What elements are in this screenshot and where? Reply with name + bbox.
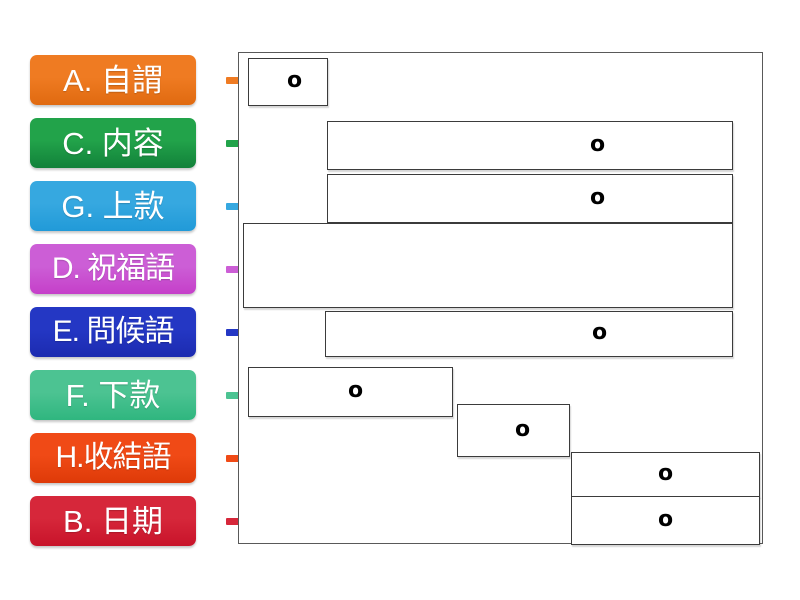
- slot-signature[interactable]: o: [248, 367, 453, 417]
- drop-target-marker: o: [287, 68, 303, 93]
- connector-stem: [226, 455, 244, 462]
- legend-item-b[interactable]: B. 日期: [30, 496, 261, 546]
- drop-target-marker: o: [590, 131, 606, 157]
- legend-item-g[interactable]: G. 上款: [30, 181, 261, 231]
- legend-item-h[interactable]: H.收結語: [30, 433, 261, 483]
- slot-salutation[interactable]: o: [327, 174, 733, 223]
- legend-item-label: E. 問候語: [52, 315, 175, 348]
- connector-stem: [226, 203, 244, 210]
- slot-self-reference[interactable]: o: [248, 58, 328, 106]
- legend-item-c[interactable]: C. 内容: [30, 118, 261, 168]
- connector-stem: [226, 266, 244, 273]
- drop-target-marker: o: [592, 320, 608, 345]
- legend-item-label: G. 上款: [61, 188, 165, 224]
- connector-stem: [226, 392, 244, 399]
- drop-target-marker: o: [348, 378, 364, 403]
- connector-stem: [226, 518, 244, 525]
- slot-closing[interactable]: o: [457, 404, 570, 457]
- drop-target-marker: o: [590, 184, 606, 210]
- legend-item-a[interactable]: A. 自謂: [30, 55, 261, 105]
- slot-date-upper[interactable]: o: [571, 452, 760, 497]
- drop-target-marker: o: [658, 506, 674, 532]
- legend-item-label: D. 祝福語: [51, 252, 175, 285]
- slot-greeting[interactable]: o: [325, 311, 733, 357]
- connector-stem: [226, 329, 244, 336]
- slot-blessing[interactable]: [243, 223, 733, 308]
- legend-item-e[interactable]: E. 問候語: [30, 307, 261, 357]
- slot-date-lower[interactable]: o: [571, 496, 760, 545]
- connector-stem: [226, 140, 244, 147]
- slot-content[interactable]: o: [327, 121, 733, 170]
- connector-stem: [226, 77, 244, 84]
- legend-item-label: F. 下款: [65, 377, 161, 413]
- drop-target-marker: o: [515, 416, 531, 442]
- legend-item-f[interactable]: F. 下款: [30, 370, 261, 420]
- legend-item-label: H.收結語: [55, 441, 172, 474]
- drop-target-marker: o: [658, 460, 674, 486]
- legend-item-label: A. 自謂: [63, 62, 163, 98]
- legend-item-label: C. 内容: [62, 125, 164, 161]
- legend-item-label: B. 日期: [63, 503, 163, 539]
- legend-item-d[interactable]: D. 祝福語: [30, 244, 261, 294]
